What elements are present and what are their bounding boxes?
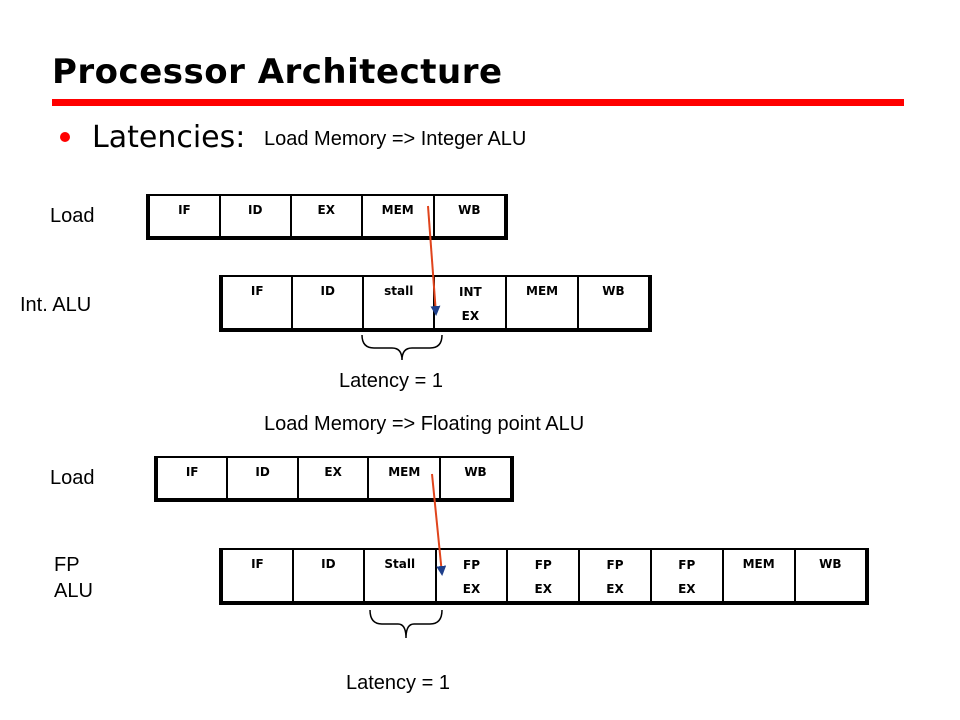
stage-cell: ID	[291, 275, 364, 332]
slide-title: Processor Architecture	[52, 52, 503, 92]
latency-label-1: Latency = 1	[339, 370, 443, 392]
stage-cell: EX	[289, 194, 362, 240]
stage-cell: WB	[576, 275, 653, 332]
stage-cell: ID	[226, 456, 298, 502]
stage-cell: MEM	[505, 275, 578, 332]
stage-cell-stall: stall	[362, 275, 435, 332]
bullet-text: Latencies:	[92, 120, 246, 155]
stage-cell: IF	[153, 456, 228, 502]
section1-heading: Load Memory => Integer ALU	[264, 128, 527, 150]
dependency-arrow-1	[427, 205, 441, 316]
section2-heading: Load Memory => Floating point ALU	[264, 413, 585, 435]
row-label-load-2: Load	[50, 467, 95, 489]
stage-cell: IF	[219, 548, 293, 605]
bullet-dot	[60, 132, 70, 142]
latency-brace-1	[361, 334, 443, 361]
row-label-load-1: Load	[50, 205, 95, 227]
stage-cell: WB	[432, 194, 509, 240]
pipeline-fp-alu: IF ID Stall FP EX FP EX FP EX FP EX MEM …	[219, 548, 870, 605]
stage-cell: ID	[291, 548, 364, 605]
pipeline-load-2: IF ID EX MEM WB	[153, 456, 514, 502]
latency-brace-2	[369, 609, 443, 639]
stage-cell: IF	[218, 275, 293, 332]
stage-cell: INT EX	[433, 275, 507, 332]
title-underline	[52, 99, 904, 106]
stage-cell: IF	[146, 194, 220, 240]
pipeline-int-alu: IF ID stall INT EX MEM WB	[218, 275, 653, 332]
row-label-fp-alu: FP ALU	[54, 552, 93, 604]
stage-cell: FP EX	[434, 548, 508, 605]
stage-cell: MEM	[360, 194, 434, 240]
stage-cell: MEM	[721, 548, 795, 605]
stage-cell: FP EX	[649, 548, 723, 605]
row-label-int-alu: Int. ALU	[20, 294, 92, 316]
stage-cell: FP EX	[506, 548, 580, 605]
stage-cell: FP EX	[578, 548, 651, 605]
row-label-fp-alu-line1: FP	[54, 554, 80, 576]
stage-cell: EX	[296, 456, 369, 502]
stage-cell: WB	[793, 548, 870, 605]
latency-label-2: Latency = 1	[346, 672, 450, 694]
stage-cell: MEM	[367, 456, 441, 502]
row-label-fp-alu-line2: ALU	[54, 580, 93, 602]
pipeline-load-1: IF ID EX MEM WB	[146, 194, 509, 240]
stage-cell: ID	[218, 194, 291, 240]
stage-cell: WB	[439, 456, 514, 502]
stage-cell-stall: Stall	[362, 548, 436, 605]
dependency-arrow-2	[431, 473, 447, 576]
